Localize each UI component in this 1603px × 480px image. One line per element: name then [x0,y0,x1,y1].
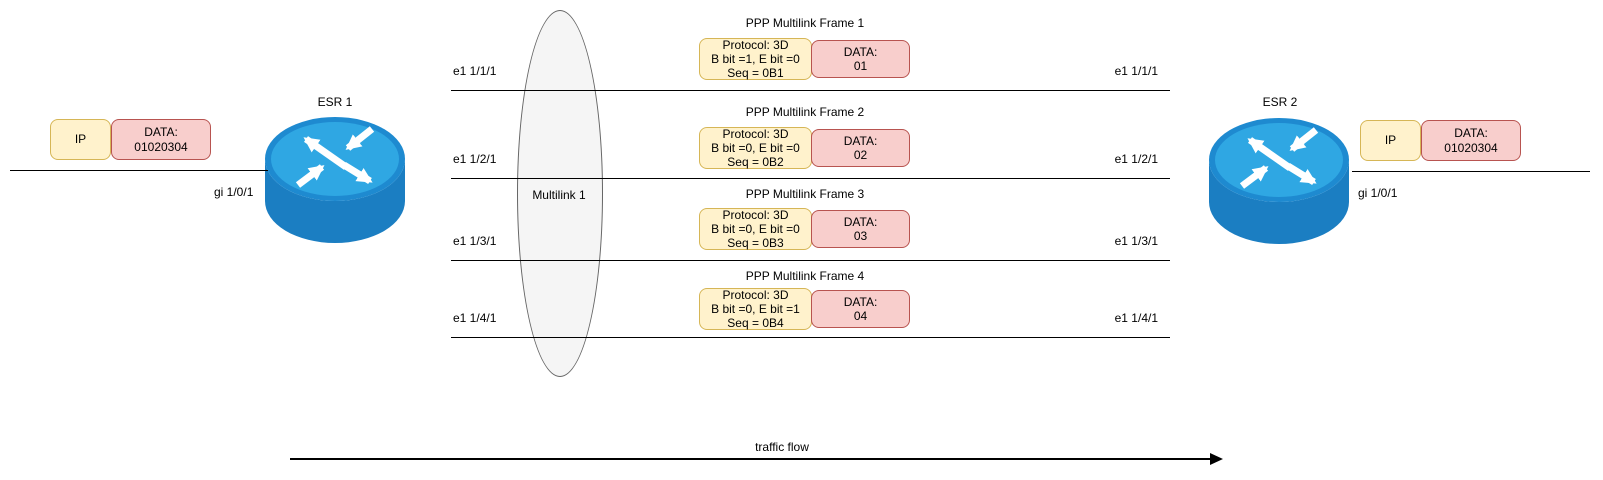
link-label-right: e1 1/2/1 [1114,152,1158,166]
link-label-left: e1 1/1/1 [453,64,497,78]
frame-seq: Seq = 0B2 [727,155,784,170]
packet-header-box-right: IP [1360,120,1421,161]
frame-data-box: DATA: 03 [811,210,910,248]
packet-data-value: 01020304 [1444,140,1498,155]
link-label-left: e1 1/4/1 [453,311,497,325]
frame-title: PPP Multilink Frame 4 [745,269,865,283]
frame-data-value: 04 [853,309,868,323]
frame-data-value: 03 [853,229,868,243]
interface-label-gi-right: gi 1/0/1 [1358,186,1398,200]
packet-data-value: 01020304 [134,139,188,154]
frame-data-label: DATA: [843,214,878,229]
link-label-left: e1 1/3/1 [453,234,497,248]
frame-header-box: Protocol: 3D B bit =1, E bit =0 Seq = 0B… [699,38,812,80]
frame-protocol: Protocol: 3D [722,287,789,302]
packet-header-label: IP [1384,133,1397,148]
link-line [451,178,1170,179]
multilink-label: Multilink 1 [532,188,586,202]
packet-header-label: IP [74,132,87,147]
link-label-right: e1 1/3/1 [1114,234,1158,248]
link-line [451,260,1170,261]
frame-data-label: DATA: [843,44,878,59]
frame-bits: B bit =0, E bit =1 [711,301,800,316]
router-esr2-label: ESR 2 [1262,95,1298,109]
frame-title: PPP Multilink Frame 1 [745,16,865,30]
frame-title: PPP Multilink Frame 2 [745,105,865,119]
link-line-esr2-gi [1352,171,1590,172]
traffic-flow-label: traffic flow [755,440,809,454]
link-label-left: e1 1/2/1 [453,152,497,166]
router-esr1-icon [265,117,405,243]
router-esr2-icon [1209,118,1349,244]
multilink-ellipse [517,10,603,377]
frame-title: PPP Multilink Frame 3 [745,187,865,201]
frame-data-label: DATA: [843,294,878,309]
link-label-right: e1 1/4/1 [1114,311,1158,325]
packet-data-box-left: DATA: 01020304 [111,119,211,160]
frame-data-value: 01 [853,59,868,73]
frame-data-value: 02 [853,148,868,162]
frame-protocol: Protocol: 3D [722,126,789,141]
frame-data-box: DATA: 04 [811,290,910,328]
packet-header-box-left: IP [50,119,111,160]
link-label-right: e1 1/1/1 [1114,64,1158,78]
frame-header-box: Protocol: 3D B bit =0, E bit =1 Seq = 0B… [699,288,812,330]
frame-seq: Seq = 0B3 [727,236,784,251]
frame-bits: B bit =0, E bit =0 [711,140,800,155]
frame-seq: Seq = 0B1 [727,66,784,81]
frame-data-box: DATA: 02 [811,129,910,167]
link-line-esr1-gi [10,170,268,171]
link-line [451,337,1170,338]
frame-data-label: DATA: [843,133,878,148]
frame-protocol: Protocol: 3D [722,207,789,222]
traffic-flow-arrow [290,458,1212,460]
interface-label-gi-left: gi 1/0/1 [214,185,254,199]
frame-data-box: DATA: 01 [811,40,910,78]
router-esr1-label: ESR 1 [317,95,353,109]
link-line [451,90,1170,91]
packet-data-box-right: DATA: 01020304 [1421,120,1521,161]
frame-header-box: Protocol: 3D B bit =0, E bit =0 Seq = 0B… [699,208,812,250]
frame-header-box: Protocol: 3D B bit =0, E bit =0 Seq = 0B… [699,127,812,169]
frame-bits: B bit =0, E bit =0 [711,221,800,236]
frame-seq: Seq = 0B4 [727,316,784,331]
packet-data-label: DATA: [144,125,178,140]
frame-protocol: Protocol: 3D [722,37,789,52]
packet-data-label: DATA: [1454,126,1488,141]
traffic-flow-arrowhead [1210,453,1223,465]
frame-bits: B bit =1, E bit =0 [711,51,800,66]
